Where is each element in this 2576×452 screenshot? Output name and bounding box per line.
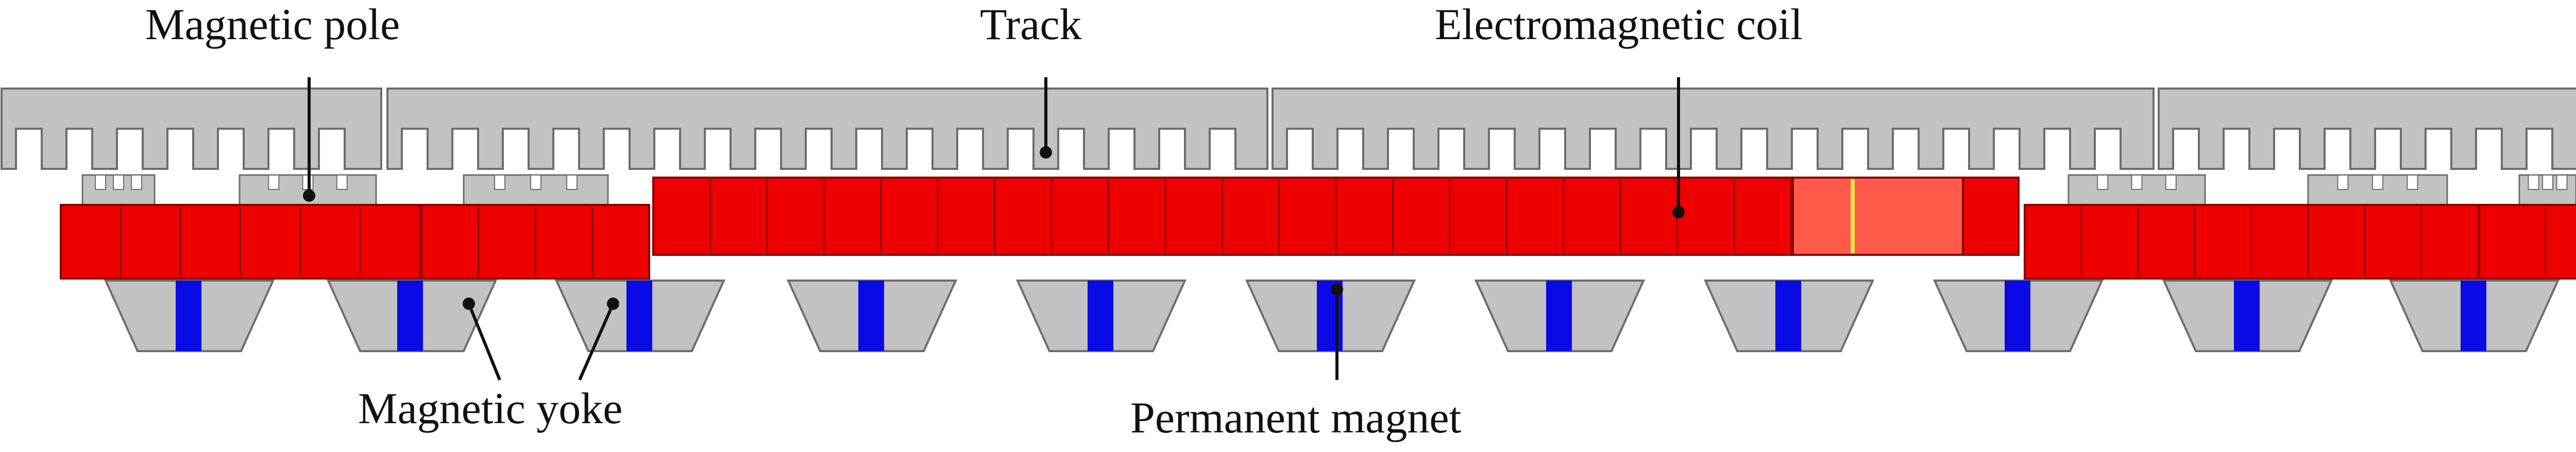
pole-notch [268,175,280,190]
pole-notch [2097,175,2109,190]
permanent-magnet [626,281,652,351]
coil-block [2478,204,2576,280]
coil-highlight [1792,177,1964,256]
permanent-magnet [2234,281,2260,351]
track-rail [1,88,2576,170]
leader-permanent-magnet-dot [1331,283,1343,295]
magnetic-yoke-group [104,280,2560,352]
pole-notch [2372,175,2383,190]
leader-electromagnetic-coil-dot [1672,206,1685,218]
label-magnetic-pole: Magnetic pole [145,0,400,49]
pole-notch [2528,175,2539,190]
leader-lines [303,77,1685,381]
permanent-magnet [397,281,423,351]
pole-notch [530,175,541,190]
pole-notch [2542,175,2553,190]
label-magnetic-yoke: Magnetic yoke [358,384,623,433]
label-track: Track [980,0,1082,49]
permanent-magnet [2005,281,2030,351]
pole-notch [131,175,142,190]
pole-notch [2165,175,2177,190]
permanent-magnet [858,281,884,351]
permanent-magnet [176,281,201,351]
permanent-magnet [1546,281,1572,351]
label-permanent-magnet: Permanent magnet [1130,393,1462,442]
leader-magnetic-yoke-2 [578,303,615,381]
permanent-magnet [1088,281,1113,351]
pole-notch [494,175,505,190]
leader-track-dot [1040,146,1052,159]
permanent-magnet [1775,281,1801,351]
pole-notch [113,175,124,190]
pole-notch [2556,175,2568,190]
label-electromagnetic-coil: Electromagnetic coil [1435,0,1803,49]
pole-notch [336,175,348,190]
leader-magnetic-yoke-1 [467,303,501,381]
track-segment [2158,88,2576,170]
permanent-magnet [2461,281,2486,351]
pole-notch [2337,175,2349,190]
pole-notch [566,175,578,190]
track-segment [1272,88,2155,170]
pole-notch [95,175,106,190]
leader-magnetic-pole-dot [303,189,315,202]
track-segment [1,88,382,170]
leader-magnetic-yoke-2-dot [607,298,619,310]
electromagnetic-coil-group [60,177,2576,280]
magnetic-pole-group [81,174,2576,207]
pole-notch [2131,175,2143,190]
leader-magnetic-yoke-1-dot [463,298,475,310]
pole-notch [2406,175,2418,190]
track-segment [386,88,1268,170]
